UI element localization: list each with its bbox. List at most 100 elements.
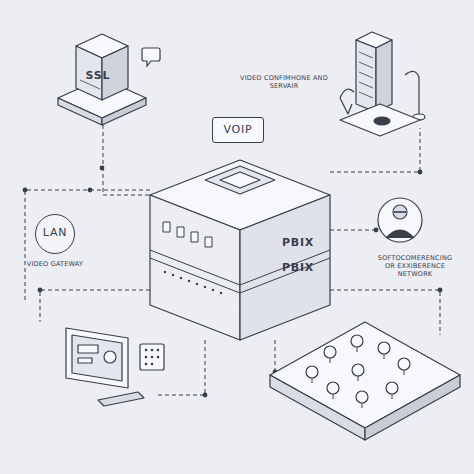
computer-monitor <box>66 328 128 388</box>
computer-monitor <box>104 351 116 363</box>
pbx-server <box>150 160 330 340</box>
pbx-server <box>164 271 166 273</box>
server-rack <box>374 117 390 125</box>
pbx-server <box>205 237 212 247</box>
dashed-wire <box>40 290 150 322</box>
server-rack <box>340 32 425 136</box>
computer-monitor <box>145 356 148 359</box>
computer-monitor <box>78 358 92 363</box>
pbx-server <box>188 280 190 282</box>
pbx-server <box>177 227 184 237</box>
dashed-wire <box>330 290 440 335</box>
dashed-wire <box>158 340 205 395</box>
server-rack <box>356 40 376 112</box>
conference-platform <box>327 382 339 394</box>
computer-monitor <box>66 328 164 406</box>
speech-bubble <box>142 48 160 66</box>
pbx-server <box>220 292 222 294</box>
dashed-wire <box>25 190 150 300</box>
node-title: PBIX <box>270 237 326 250</box>
server-rack <box>340 89 354 114</box>
pbx-server: PBIX PBIX <box>150 145 330 340</box>
server-rack <box>359 72 373 78</box>
conference-platform <box>270 322 460 440</box>
pbx-server <box>164 271 222 294</box>
computer-monitor <box>140 344 164 370</box>
person-icon <box>393 205 407 219</box>
junction-dot <box>438 288 443 293</box>
server-rack <box>359 62 373 68</box>
server-rack <box>359 82 373 88</box>
pbx-server <box>191 232 198 242</box>
person-icon <box>378 198 422 242</box>
conference-platform <box>270 322 460 428</box>
pbx-server <box>163 222 212 247</box>
person-icon <box>386 230 414 238</box>
conference-platform <box>398 358 410 370</box>
junction-dot <box>374 228 379 233</box>
server-rack <box>359 92 373 98</box>
conference-platform <box>386 382 398 394</box>
node-caption: PBIX <box>270 262 326 275</box>
conference-platform <box>378 342 390 354</box>
junction-dot <box>23 188 28 193</box>
ssl-block <box>58 98 102 125</box>
server-rack <box>340 104 420 136</box>
dashed-connector <box>103 125 150 195</box>
conference-platform <box>312 347 404 408</box>
conference-platform <box>270 375 365 440</box>
ssl-block <box>102 98 146 125</box>
node-title: VOIP <box>213 124 263 137</box>
pbx-server <box>150 258 330 293</box>
ssl-box: SSL <box>60 30 146 125</box>
computer-monitor <box>72 335 122 381</box>
computer-monitor <box>157 349 160 352</box>
conference-platform <box>365 375 460 440</box>
computer-monitor <box>145 349 148 352</box>
server-rack <box>405 71 419 115</box>
pbx-server <box>212 289 214 291</box>
computer-monitor <box>151 356 154 359</box>
server-rack <box>359 52 373 98</box>
conference-platform <box>306 366 318 378</box>
computer-monitor <box>145 349 160 366</box>
junction-dot <box>88 188 93 193</box>
computer-monitor <box>98 392 144 406</box>
node-title: SSL <box>76 70 120 83</box>
annotation-text: SOFTOCOMERENCING OR EXXIBERENCE NETWORK <box>372 254 458 278</box>
pbx-server <box>150 250 330 285</box>
pbx-server <box>172 274 174 276</box>
speech-bubble <box>142 48 160 66</box>
conference-platform <box>324 346 336 358</box>
computer-monitor <box>151 363 154 366</box>
voip-box: VOIP <box>212 117 264 143</box>
annotation-text: VIDEO CONFIMHONE AND SERVAIR <box>236 74 332 90</box>
dashed-wire <box>330 230 376 231</box>
server-rack <box>359 52 373 58</box>
conference-platform <box>351 335 363 347</box>
pbx-server <box>205 166 275 194</box>
pbx-server <box>180 277 182 279</box>
computer-monitor <box>157 356 160 359</box>
ssl-block <box>58 34 146 125</box>
computer-monitor <box>151 349 154 352</box>
person-icon <box>394 211 406 213</box>
conference-platform <box>352 364 364 376</box>
junction-dot <box>203 393 208 398</box>
pbx-server <box>240 195 330 340</box>
server-rack <box>376 40 392 112</box>
junction-dot <box>38 288 43 293</box>
conference-platform <box>356 391 368 403</box>
node-caption: VIDEO GATEWAY <box>14 261 96 268</box>
dashed-wire <box>275 340 276 372</box>
lan-circle: LANVIDEO GATEWAY <box>35 214 75 254</box>
pbx-server <box>196 283 198 285</box>
conference-platform <box>306 335 410 403</box>
pbx-server <box>163 222 170 232</box>
pbx-server <box>220 172 260 188</box>
conference-platform <box>312 347 404 408</box>
junction-dot <box>418 170 423 175</box>
person-icon <box>378 198 422 242</box>
node-title: LAN <box>36 227 74 240</box>
